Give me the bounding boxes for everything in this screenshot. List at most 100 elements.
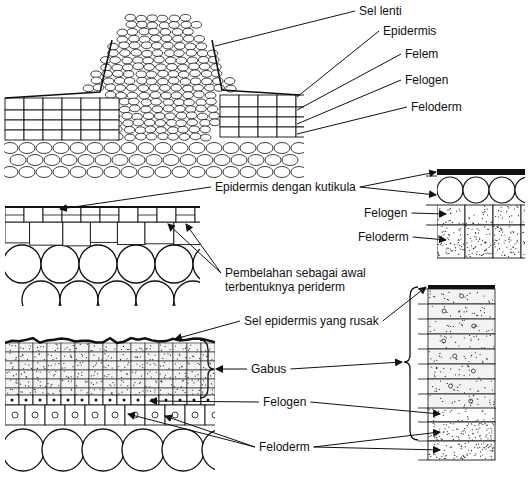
stipple-dot bbox=[475, 437, 476, 438]
cell-wall bbox=[61, 343, 75, 352]
stipple-dot bbox=[447, 299, 448, 300]
stipple-dot bbox=[443, 453, 444, 454]
stipple-dot bbox=[509, 216, 510, 217]
stipple-dot bbox=[433, 426, 434, 427]
stipple-dot bbox=[473, 394, 474, 395]
phelloderm-cell bbox=[189, 143, 205, 154]
stipple-dot bbox=[429, 351, 430, 352]
complementary-cell bbox=[135, 127, 146, 134]
cell-inclusion bbox=[453, 354, 457, 358]
stipple-dot bbox=[36, 371, 37, 372]
complementary-cell bbox=[149, 28, 160, 35]
stipple-dot bbox=[476, 429, 477, 430]
stipple-dot bbox=[474, 425, 475, 426]
stipple-dot bbox=[35, 391, 36, 392]
stipple-dot bbox=[37, 377, 38, 378]
stipple-dot bbox=[467, 295, 468, 296]
phelloderm-cell bbox=[4, 167, 18, 178]
complementary-cell bbox=[124, 126, 135, 133]
stipple-dot bbox=[199, 358, 200, 359]
leader-line bbox=[310, 402, 440, 414]
stipple-dot bbox=[467, 365, 468, 366]
stipple-dot bbox=[477, 404, 478, 405]
stipple-dot bbox=[517, 233, 518, 234]
stipple-dot bbox=[513, 232, 514, 233]
cell-wall bbox=[5, 120, 24, 130]
complementary-cell bbox=[169, 22, 180, 29]
stipple-dot bbox=[486, 446, 487, 447]
stipple-dot bbox=[203, 354, 204, 355]
stipple-dot bbox=[459, 444, 460, 445]
stipple-dot bbox=[523, 241, 524, 242]
complementary-cell bbox=[105, 84, 116, 91]
phelloderm-cell bbox=[44, 155, 60, 166]
stipple-dot bbox=[466, 307, 467, 308]
stipple-dot bbox=[434, 437, 435, 438]
cell-wall bbox=[185, 405, 205, 425]
stipple-dot bbox=[111, 357, 112, 358]
stipple-dot bbox=[497, 227, 498, 228]
stipple-dot bbox=[479, 238, 480, 239]
stipple-dot bbox=[518, 252, 519, 253]
stipple-dot bbox=[192, 356, 193, 357]
cell-wall bbox=[105, 405, 125, 425]
complementary-cell bbox=[139, 28, 150, 35]
cell-wall bbox=[296, 127, 304, 137]
stipple-dot bbox=[438, 219, 439, 220]
cell-wall bbox=[85, 405, 105, 425]
complementary-cell bbox=[206, 98, 217, 105]
stipple-dot bbox=[464, 337, 465, 338]
epidermis-edge bbox=[212, 40, 300, 95]
stipple-dot bbox=[432, 306, 433, 307]
complementary-cell bbox=[158, 133, 169, 140]
stipple-dot bbox=[502, 232, 503, 233]
stipple-dot bbox=[484, 211, 485, 212]
complementary-cell bbox=[123, 71, 134, 78]
stipple-dot bbox=[132, 372, 133, 373]
complementary-cell bbox=[178, 64, 189, 71]
complementary-cell bbox=[200, 119, 211, 126]
stipple-dot bbox=[488, 447, 489, 448]
stipple-dot bbox=[501, 229, 502, 230]
cell-wall bbox=[100, 110, 119, 120]
complementary-cell bbox=[179, 133, 190, 140]
stipple-dot bbox=[197, 349, 198, 350]
stipple-dot bbox=[433, 420, 434, 421]
part-label: Sel lenti bbox=[358, 4, 403, 18]
stipple-dot bbox=[470, 389, 471, 390]
phelloderm-cell bbox=[10, 155, 26, 166]
stipple-dot bbox=[443, 294, 444, 295]
stipple-dot bbox=[504, 254, 505, 255]
stipple-dot bbox=[185, 357, 186, 358]
stipple-dot bbox=[524, 243, 525, 244]
phelloderm-cell bbox=[257, 143, 273, 154]
stipple-dot bbox=[128, 349, 129, 350]
stipple-dot bbox=[489, 253, 490, 254]
stipple-dot bbox=[493, 447, 494, 448]
complementary-cell bbox=[211, 64, 222, 71]
stipple-dot bbox=[486, 249, 487, 250]
complementary-cell bbox=[151, 98, 162, 105]
complementary-cell bbox=[207, 106, 218, 113]
complementary-cell bbox=[200, 134, 211, 141]
stipple-dot bbox=[430, 326, 431, 327]
stipple-dot bbox=[147, 390, 148, 391]
stipple-dot bbox=[179, 367, 180, 368]
stipple-dot bbox=[476, 254, 477, 255]
stipple-dot bbox=[470, 400, 471, 401]
cortex-cell bbox=[162, 429, 204, 471]
stipple-dot bbox=[206, 356, 207, 357]
stipple-dot bbox=[93, 375, 94, 376]
stipple-dot bbox=[13, 375, 14, 376]
epidermis-cell bbox=[489, 177, 515, 203]
stipple-dot bbox=[48, 354, 49, 355]
stipple-dot bbox=[504, 242, 505, 243]
cell-wall bbox=[437, 225, 465, 258]
stipple-dot bbox=[9, 353, 10, 354]
stipple-dot bbox=[177, 389, 178, 390]
stipple-dot bbox=[24, 372, 25, 373]
nucleus bbox=[112, 412, 118, 418]
stipple-dot bbox=[450, 423, 451, 424]
stipple-dot bbox=[445, 222, 446, 223]
cell-wall bbox=[187, 379, 201, 388]
